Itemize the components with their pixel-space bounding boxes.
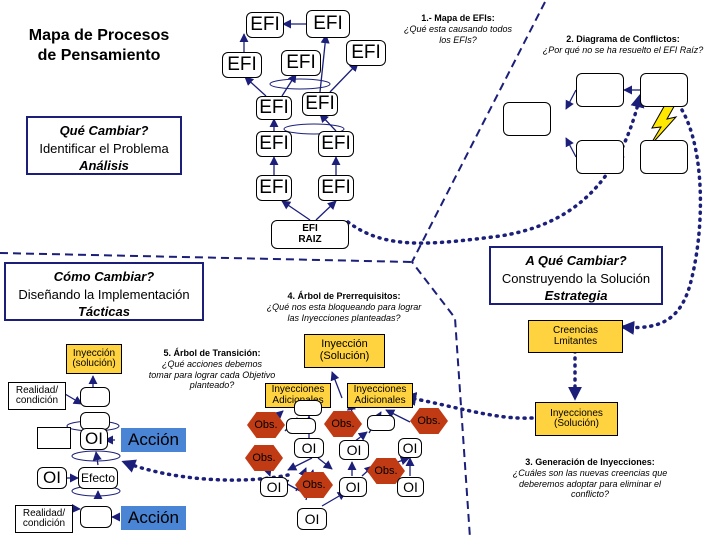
page-title: Mapa de Procesos de Pensamiento [28, 27, 170, 64]
frame-change-to-what: A Qué Cambiar? Construyendo la Solución … [489, 246, 663, 305]
oi-node: OI [339, 440, 369, 460]
prereq-empty-box [286, 418, 316, 434]
obstacle-hex: Obs. [410, 408, 448, 434]
efi-node: EFI [222, 52, 262, 78]
efi-tree-arrows [239, 19, 359, 221]
oi-node: OI [37, 467, 67, 489]
obstacle-hex: Obs. [247, 412, 285, 438]
efi-node: EFI [306, 10, 350, 38]
frame-how-to-change: Cómo Cambiar? Diseñando la Implementació… [4, 262, 204, 321]
efi-tree-ellipses [269, 78, 345, 135]
efi-node: EFI [318, 131, 354, 157]
injections-solution-box: Inyecciones (Solución) [535, 402, 618, 436]
efi-node: EFI [256, 175, 292, 201]
conflict-box-bottom-left [576, 140, 624, 174]
frame-what-to-change: Qué Cambiar? Identificar el Problema Aná… [26, 116, 182, 175]
prereq-injection-box: Inyección (Solución) [304, 334, 385, 368]
region-divider-right [410, 1, 546, 539]
oi-node: OI [339, 477, 367, 497]
conflict-box-bottom-right [640, 140, 688, 174]
efi-node: EFI [318, 175, 354, 201]
step1-label: 1.- Mapa de EFIs: ¿Qué esta causando tod… [403, 13, 513, 45]
obstacle-hex: Obs. [367, 458, 405, 484]
region-divider-left [0, 252, 413, 263]
oi-node: OI [260, 477, 288, 497]
conflict-box-top-right [640, 73, 688, 107]
efi-root-node: EFI RAIZ [271, 220, 349, 249]
step5-label: 5. Árbol de Transición: ¿Qué acciones de… [148, 348, 276, 391]
additional-injections-box: Inyecciones Adicionales [347, 383, 413, 408]
effect-box: Efecto [78, 467, 118, 489]
efi-node: EFI [346, 40, 386, 66]
prereq-empty-box [367, 415, 395, 431]
efi-node: EFI [256, 96, 292, 120]
conflict-box-goal [503, 102, 551, 136]
reality-condition-box: Realidad/ condición [8, 382, 66, 410]
limiting-beliefs-box: Creencias Lmitantes [528, 320, 623, 353]
reality-condition-box: Realidad/ condición [15, 505, 73, 533]
step4-label: 4. Árbol de Prerrequisitos: ¿Qué nos est… [266, 291, 422, 323]
transition-empty-box [80, 506, 112, 528]
efi-node: EFI [281, 50, 321, 76]
obstacle-hex: Obs. [245, 445, 283, 471]
transition-injection-box: Inyección (solución) [66, 344, 122, 374]
efi-node: EFI [246, 12, 284, 38]
efi-node: EFI [256, 131, 292, 157]
step2-label: 2. Diagrama de Conflictos: ¿Por qué no s… [542, 34, 704, 55]
oi-node: OI [297, 508, 327, 530]
step3-label: 3. Generación de Inyecciones: ¿Cuáles so… [512, 457, 668, 500]
oi-node: OI [294, 438, 324, 458]
obstacle-hex: Obs. [324, 411, 362, 437]
efi-node: EFI [302, 92, 338, 116]
oi-node: OI [397, 477, 424, 497]
transition-empty-box [80, 387, 110, 407]
dotted-flow-links [121, 93, 703, 482]
action-box: Acción [121, 506, 186, 530]
conflict-box-top-left [576, 73, 624, 107]
oi-node: OI [398, 438, 422, 458]
transition-empty-box [37, 427, 71, 449]
oi-node: OI [80, 428, 108, 450]
obstacle-hex: Obs. [295, 472, 333, 498]
prereq-empty-box [294, 400, 322, 416]
action-box: Acción [121, 428, 186, 452]
